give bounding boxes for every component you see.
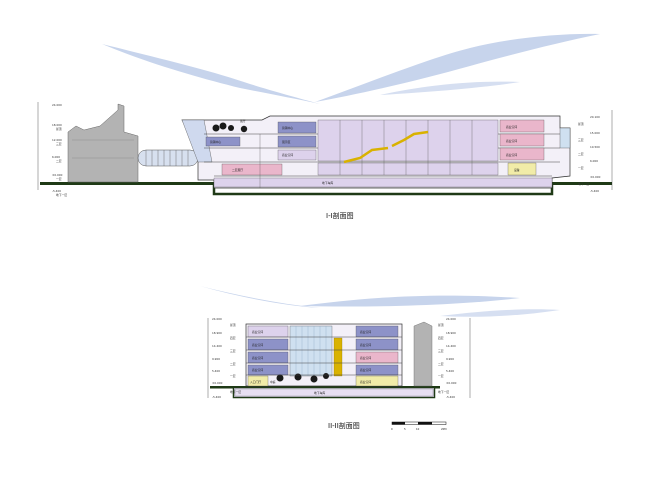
section-1-sky-band-right bbox=[315, 33, 600, 102]
s2-room-5: 商业空间 bbox=[252, 343, 263, 347]
section-2-sky-band-right bbox=[300, 295, 520, 307]
s1-left-level-1: 三层 bbox=[56, 142, 62, 146]
s1-left-elev-3: 6.000 bbox=[52, 155, 60, 159]
s2-right-elev-1: 18.900 bbox=[446, 331, 456, 335]
s1-right-level-2: 二层 bbox=[578, 152, 584, 156]
s2-room-0: 商业空间 bbox=[360, 330, 371, 334]
s2-left-elev-4: 5.400 bbox=[212, 369, 220, 373]
s1-room-4: 二层展厅 bbox=[232, 168, 243, 172]
s1-left-elev-4: ±0.000 bbox=[52, 173, 63, 177]
s2-room-2: 商业空间 bbox=[360, 356, 371, 360]
s2-left-elev-0: 24.000 bbox=[212, 317, 222, 321]
s2-right-elev-0: 24.000 bbox=[446, 317, 456, 321]
scale-label-0: 0 bbox=[391, 427, 393, 431]
s2-left-level-4: 一层 bbox=[230, 374, 236, 378]
s2-left-level-2: 三层 bbox=[230, 349, 236, 353]
section-1-sky-band-left bbox=[102, 44, 320, 104]
s1-room-8: 商业空间 bbox=[282, 153, 293, 157]
s1-left-elev-2: 12.000 bbox=[52, 138, 62, 142]
scale-bar: 0 5 10 20M bbox=[391, 421, 447, 431]
s1-left-elev-1: 18.000 bbox=[52, 123, 62, 127]
s2-left-elev-3: 9.900 bbox=[212, 357, 220, 361]
s2-left-elev-6: -5.400 bbox=[212, 395, 221, 399]
s1-right-elev-5: -5.400 bbox=[590, 189, 599, 193]
s2-right-elev-5: ±0.000 bbox=[446, 381, 457, 385]
s2-room-3: 商业空间 bbox=[360, 368, 371, 372]
s2-left-levels: 24.000 18.900 14.400 9.900 5.400 ±0.000 … bbox=[207, 317, 241, 399]
s1-left-level-4: 地下一层 bbox=[56, 193, 67, 197]
section-2-drawing: 商业空间 商业空间 商业空间 商业空间 商业空间 商业空间 商业空间 商业空间 … bbox=[200, 286, 560, 431]
s2-right-elev-6: -5.400 bbox=[446, 395, 455, 399]
s1-room-5: 商业空间 bbox=[506, 125, 517, 129]
scale-label-2: 10 bbox=[416, 427, 420, 431]
section-1-tube-bridge bbox=[137, 149, 199, 167]
s2-left-level-3: 二层 bbox=[230, 362, 236, 366]
section-1-gray-tower bbox=[67, 103, 139, 183]
s2-room-11: 地下车库 bbox=[314, 391, 325, 395]
s2-room-10: 入口门厅 bbox=[250, 380, 261, 384]
s2-right-level-1: 四层 bbox=[438, 336, 444, 340]
s2-room-6: 商业空间 bbox=[252, 356, 263, 360]
s2-left-elev-2: 14.400 bbox=[212, 344, 222, 348]
scale-label-3: 20M bbox=[441, 427, 447, 431]
s1-left-elev-5: -5.400 bbox=[52, 189, 61, 193]
s2-right-levels: 24.000 18.900 14.400 9.900 5.400 ±0.000 … bbox=[438, 317, 471, 399]
s1-room-7: 商业空间 bbox=[506, 153, 517, 157]
s2-right-level-5: 地下一层 bbox=[438, 390, 449, 394]
s1-room-6: 商业空间 bbox=[506, 139, 517, 143]
section-2-caption: II-II剖面图 bbox=[328, 421, 360, 430]
section-1-drawing: 展厅 营销中心 营销中心 展示区 二层展厅 商业空间 商业空间 商业空间 商业空… bbox=[37, 33, 613, 220]
scale-label-1: 5 bbox=[404, 427, 406, 431]
s2-right-elev-2: 14.400 bbox=[446, 344, 456, 348]
s2-right-level-3: 二层 bbox=[438, 362, 444, 366]
s1-right-level-4: 地下一层 bbox=[578, 182, 589, 186]
s2-left-elev-1: 18.900 bbox=[212, 331, 222, 335]
s1-right-levels: 20.100 15.000 10.500 6.000 ±0.000 -5.400… bbox=[578, 110, 613, 193]
s2-right-level-4: 一层 bbox=[438, 374, 444, 378]
s2-room-1: 商业空间 bbox=[360, 343, 371, 347]
s2-room-4: 商业空间 bbox=[252, 330, 263, 334]
s2-left-level-0: 屋顶 bbox=[230, 323, 236, 327]
s2-left-level-5: 地下一层 bbox=[230, 390, 241, 394]
s2-left-elev-5: ±0.000 bbox=[212, 381, 223, 385]
s1-right-level-0: 屋顶 bbox=[578, 122, 584, 126]
s2-right-elev-4: 5.400 bbox=[446, 369, 454, 373]
s1-right-elev-3: 6.000 bbox=[590, 159, 598, 163]
s2-left-level-1: 四层 bbox=[230, 336, 236, 340]
s1-left-elev-0: 24.000 bbox=[52, 103, 62, 107]
s1-left-level-0: 屋顶 bbox=[56, 127, 62, 131]
s1-room-9: 地下车库 bbox=[322, 181, 333, 185]
s1-room-0: 展厅 bbox=[240, 119, 246, 123]
section-2-sky-band-left bbox=[200, 286, 320, 308]
s1-room-10: 设备 bbox=[514, 168, 520, 172]
s2-right-level-0: 屋顶 bbox=[438, 323, 444, 327]
s1-left-level-2: 二层 bbox=[56, 159, 62, 163]
section-1-caption: I-I剖面图 bbox=[326, 211, 354, 220]
s1-room-2: 营销中心 bbox=[282, 126, 293, 130]
s2-room-7: 商业空间 bbox=[252, 368, 263, 372]
s1-room-1: 营销中心 bbox=[210, 140, 221, 144]
s2-room-8: 商业空间 bbox=[360, 380, 371, 384]
s2-right-level-2: 三层 bbox=[438, 349, 444, 353]
s1-right-level-3: 一层 bbox=[578, 166, 584, 170]
s2-room-9: 中庭 bbox=[270, 380, 276, 384]
s1-right-elev-4: ±0.000 bbox=[590, 175, 601, 179]
s1-room-3: 展示区 bbox=[282, 140, 291, 144]
s1-right-level-1: 三层 bbox=[578, 138, 584, 142]
s2-right-elev-3: 9.900 bbox=[446, 357, 454, 361]
s1-right-elev-0: 20.100 bbox=[590, 115, 600, 119]
s1-right-elev-2: 10.500 bbox=[590, 145, 600, 149]
s1-left-level-3: 一层 bbox=[56, 177, 62, 181]
s1-left-levels: 24.000 18.000 12.000 6.000 ±0.000 -5.400… bbox=[37, 102, 67, 197]
s1-right-elev-1: 15.000 bbox=[590, 131, 600, 135]
